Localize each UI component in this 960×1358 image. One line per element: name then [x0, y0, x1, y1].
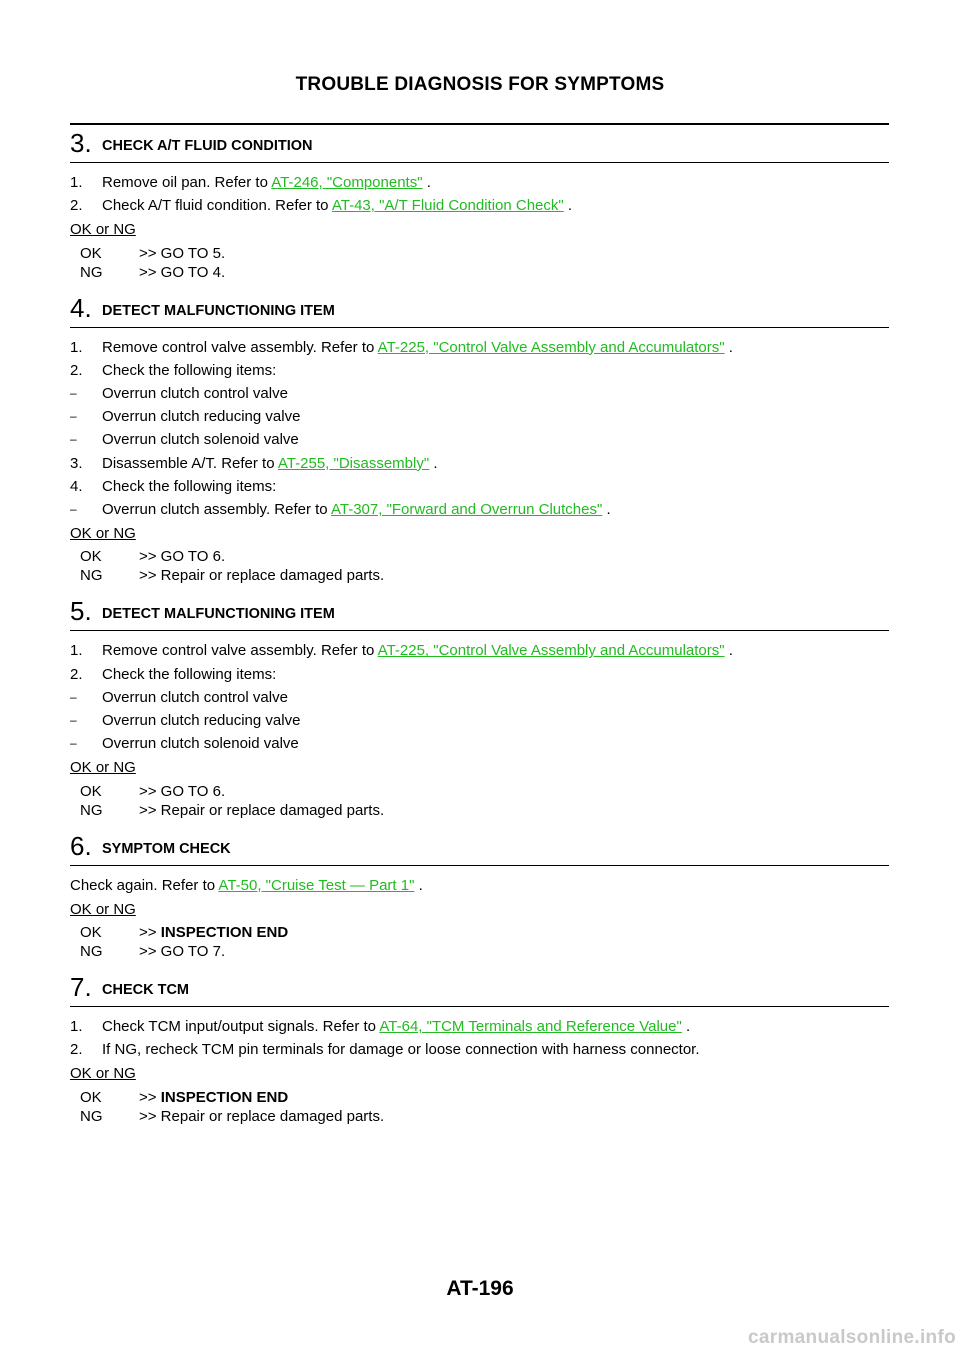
- reference-link[interactable]: AT-246, "Components": [271, 174, 423, 191]
- result-row: NG>> GO TO 7.: [80, 943, 226, 961]
- ok-or-ng-label: OK or NG: [70, 759, 136, 777]
- list-item: 1.Check TCM input/output signals. Refer …: [70, 1018, 691, 1036]
- bullet-item: –Overrun clutch control valve: [70, 686, 889, 709]
- document-body: 3. CHECK A/T FLUID CONDITION 1.Remove oi…: [70, 128, 889, 1137]
- dash-icon: –: [70, 409, 77, 424]
- reference-link[interactable]: AT-225, "Control Valve Assembly and Accu…: [377, 642, 725, 660]
- paragraph: Check again. Refer to AT-50, "Cruise Tes…: [70, 876, 423, 894]
- list-item: 3.Disassemble A/T. Refer to AT-255, "Dis…: [70, 454, 438, 472]
- dash-icon: –: [70, 713, 77, 728]
- reference-link[interactable]: AT-43, "A/T Fluid Condition Check": [331, 197, 564, 215]
- result-row: OK>> INSPECTION END: [80, 1088, 289, 1106]
- step-header: 3. CHECK A/T FLUID CONDITION: [70, 128, 889, 163]
- header-divider: [70, 123, 889, 125]
- result-row: OK>> GO TO 6.: [80, 548, 226, 566]
- result-block: OK>> INSPECTION END NG>> Repair or repla…: [80, 1088, 889, 1126]
- step-6: 6. SYMPTOM CHECK Check again. Refer to A…: [70, 831, 889, 961]
- page-title: TROUBLE DIAGNOSIS FOR SYMPTOMS: [295, 74, 665, 95]
- ok-or-ng-label: OK or NG: [70, 1065, 136, 1083]
- list-item: 1.Remove control valve assembly. Refer t…: [70, 338, 733, 356]
- reference-link[interactable]: AT-255, "Disassembly": [277, 454, 430, 472]
- step-title: SYMPTOM CHECK: [102, 840, 231, 857]
- bullet-item: –Overrun clutch solenoid valve: [70, 732, 889, 755]
- step-3: 3. CHECK A/T FLUID CONDITION 1.Remove oi…: [70, 128, 889, 282]
- dash-icon: –: [70, 689, 77, 704]
- watermark: carmanualsonline.info: [748, 1327, 956, 1348]
- step-title: DETECT MALFUNCTIONING ITEM: [102, 606, 335, 623]
- page-number: AT-196: [446, 1277, 514, 1300]
- step-number: 6.: [70, 830, 92, 861]
- list-item: 2.Check A/T fluid condition. Refer to AT…: [70, 197, 573, 215]
- step-4: 4. DETECT MALFUNCTIONING ITEM 1.Remove c…: [70, 293, 889, 586]
- bullet-item: –Overrun clutch reducing valve: [70, 405, 889, 428]
- list-item: 2.Check the following items:: [70, 361, 277, 379]
- dash-icon: –: [70, 736, 77, 751]
- result-block: OK>> INSPECTION END NG>> GO TO 7.: [80, 923, 889, 961]
- step-header: 6. SYMPTOM CHECK: [70, 831, 889, 866]
- bullet-item: –Overrun clutch solenoid valve: [70, 428, 889, 451]
- step-header: 7. CHECK TCM: [70, 972, 889, 1008]
- result-row: OK>> GO TO 6.: [80, 782, 226, 800]
- reference-link[interactable]: AT-225, "Control Valve Assembly and Accu…: [377, 338, 725, 356]
- result-row: OK>> INSPECTION END: [80, 924, 289, 942]
- reference-link[interactable]: AT-64, "TCM Terminals and Reference Valu…: [379, 1018, 682, 1036]
- dash-icon: –: [70, 432, 77, 447]
- result-row: NG>> Repair or replace damaged parts.: [80, 1107, 385, 1125]
- result-block: OK>> GO TO 6. NG>> Repair or replace dam…: [80, 547, 889, 585]
- step-title: CHECK A/T FLUID CONDITION: [102, 138, 313, 154]
- list-item: 1.Remove oil pan. Refer to AT-246, "Comp…: [70, 174, 431, 191]
- list-item: 2.If NG, recheck TCM pin terminals for d…: [70, 1041, 700, 1059]
- list-item: 4.Check the following items:: [70, 477, 277, 495]
- reference-link[interactable]: AT-307, "Forward and Overrun Clutches": [330, 501, 603, 519]
- step-number: 7.: [70, 972, 92, 1003]
- dash-icon: –: [70, 502, 77, 517]
- list-item: 2.Check the following items:: [70, 665, 277, 683]
- bullet-item: –Overrun clutch control valve: [70, 382, 889, 405]
- step-number: 5.: [70, 596, 92, 627]
- result-row: OK>> GO TO 5.: [80, 244, 226, 262]
- result-row: NG>> Repair or replace damaged parts.: [80, 567, 385, 585]
- ok-or-ng-label: OK or NG: [70, 221, 136, 239]
- result-row: NG>> Repair or replace damaged parts.: [80, 801, 385, 819]
- step-5: 5. DETECT MALFUNCTIONING ITEM 1.Remove c…: [70, 596, 889, 819]
- ok-or-ng-label: OK or NG: [70, 900, 136, 918]
- reference-link[interactable]: AT-50, "Cruise Test — Part 1": [218, 876, 415, 894]
- step-header: 5. DETECT MALFUNCTIONING ITEM: [70, 596, 889, 632]
- ok-or-ng-label: OK or NG: [70, 525, 136, 543]
- step-title: CHECK TCM: [102, 982, 189, 999]
- step-title: DETECT MALFUNCTIONING ITEM: [102, 302, 335, 319]
- step-7: 7. CHECK TCM 1.Check TCM input/output si…: [70, 972, 889, 1126]
- step-number: 3.: [70, 128, 92, 158]
- dash-icon: –: [70, 386, 77, 401]
- result-block: OK>> GO TO 5. NG>> GO TO 4.: [80, 244, 889, 282]
- step-number: 4.: [70, 292, 92, 323]
- list-item: 1.Remove control valve assembly. Refer t…: [70, 642, 733, 660]
- step-header: 4. DETECT MALFUNCTIONING ITEM: [70, 293, 889, 328]
- result-row: NG>> GO TO 4.: [80, 263, 226, 281]
- bullet-item: –Overrun clutch reducing valve: [70, 709, 889, 732]
- result-block: OK>> GO TO 6. NG>> Repair or replace dam…: [80, 782, 889, 820]
- bullet-item: –Overrun clutch assembly. Refer to AT-30…: [70, 498, 889, 521]
